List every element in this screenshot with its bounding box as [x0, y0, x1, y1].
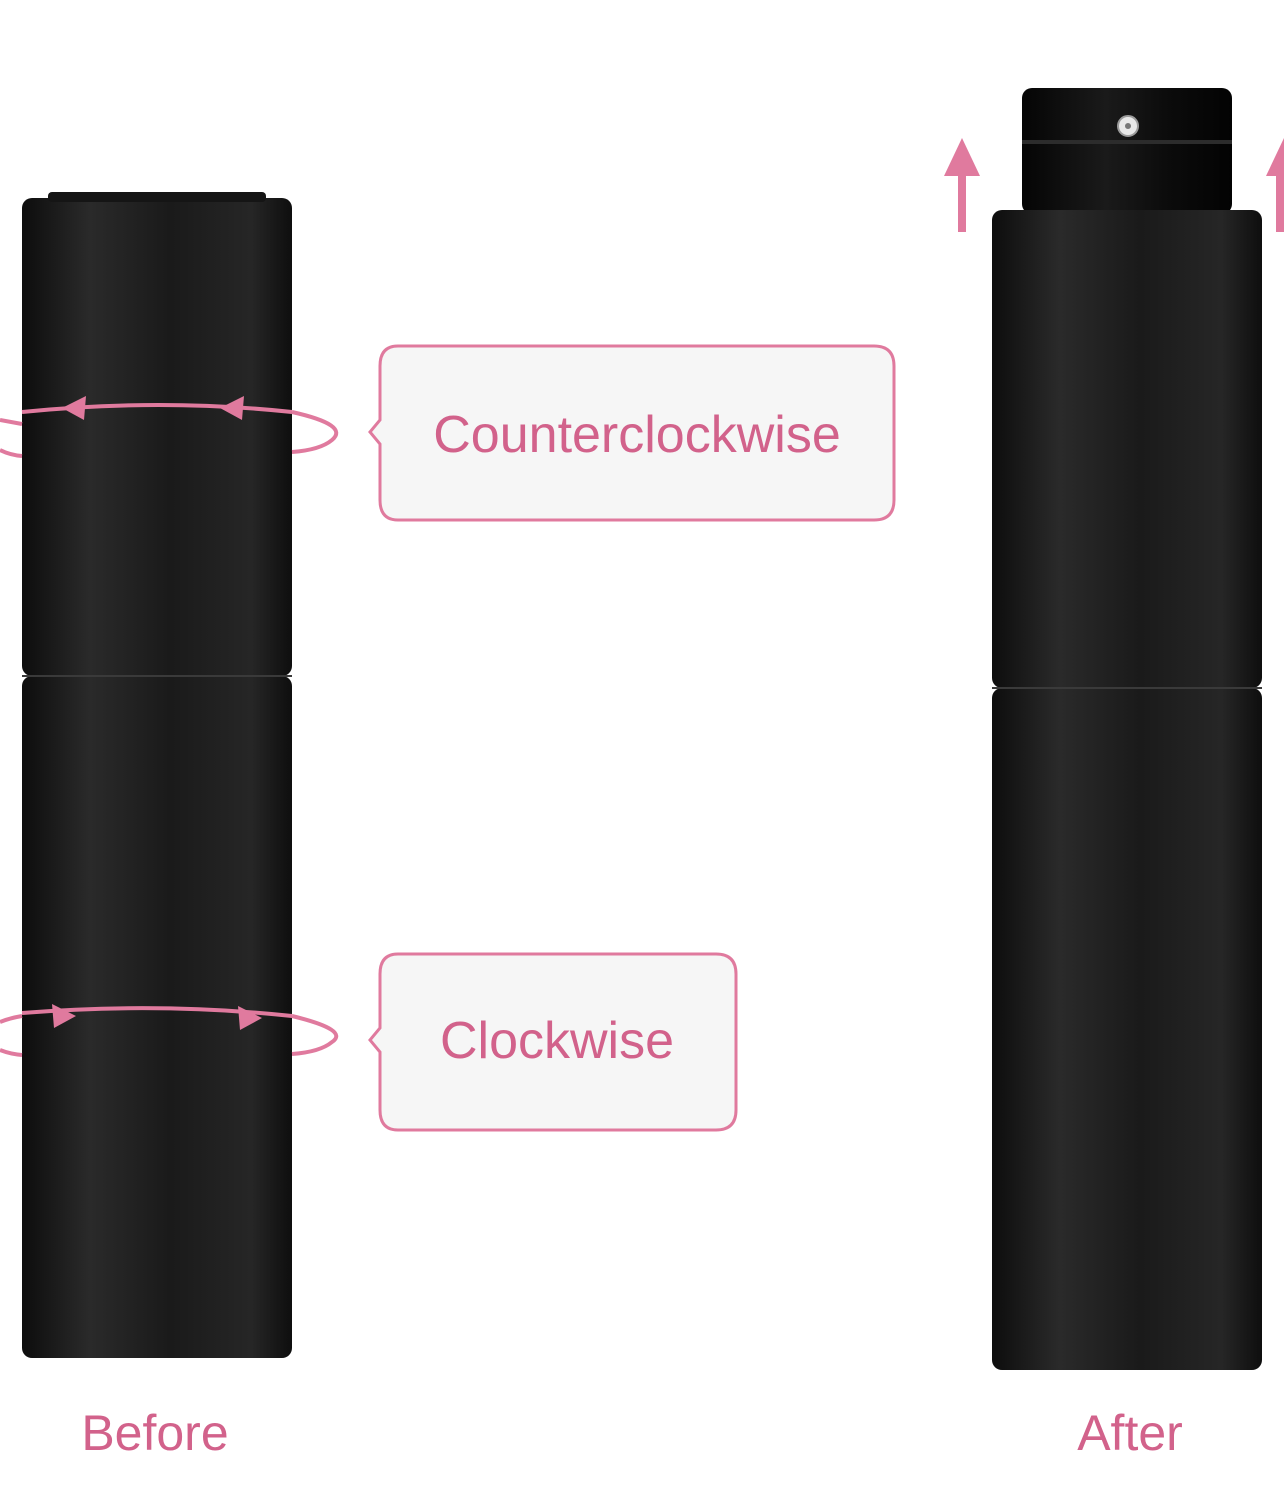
clockwise-callout: Clockwise — [368, 952, 738, 1132]
before-bottle-top-rim — [48, 192, 266, 202]
counterclockwise-label: Counterclockwise — [433, 406, 841, 464]
counterclockwise-rotation-icon — [0, 396, 339, 458]
before-bottle-top-section — [22, 198, 292, 676]
counterclockwise-callout: Counterclockwise — [368, 344, 896, 522]
up-arrow-icon — [944, 138, 1284, 232]
after-bottle — [992, 88, 1262, 1370]
clockwise-label: Clockwise — [440, 1012, 674, 1070]
after-bottle-spray-cap — [1022, 88, 1232, 214]
before-caption: Before — [81, 1405, 228, 1461]
after-bottle-top-section — [992, 210, 1262, 688]
clockwise-rotation-icon — [0, 1004, 339, 1057]
after-caption: After — [1077, 1405, 1183, 1461]
after-bottle-bottom-section — [992, 688, 1262, 1370]
after-bottle-cap-band — [1022, 140, 1232, 144]
before-bottle-bottom-section — [22, 676, 292, 1358]
before-bottle — [22, 192, 292, 1358]
